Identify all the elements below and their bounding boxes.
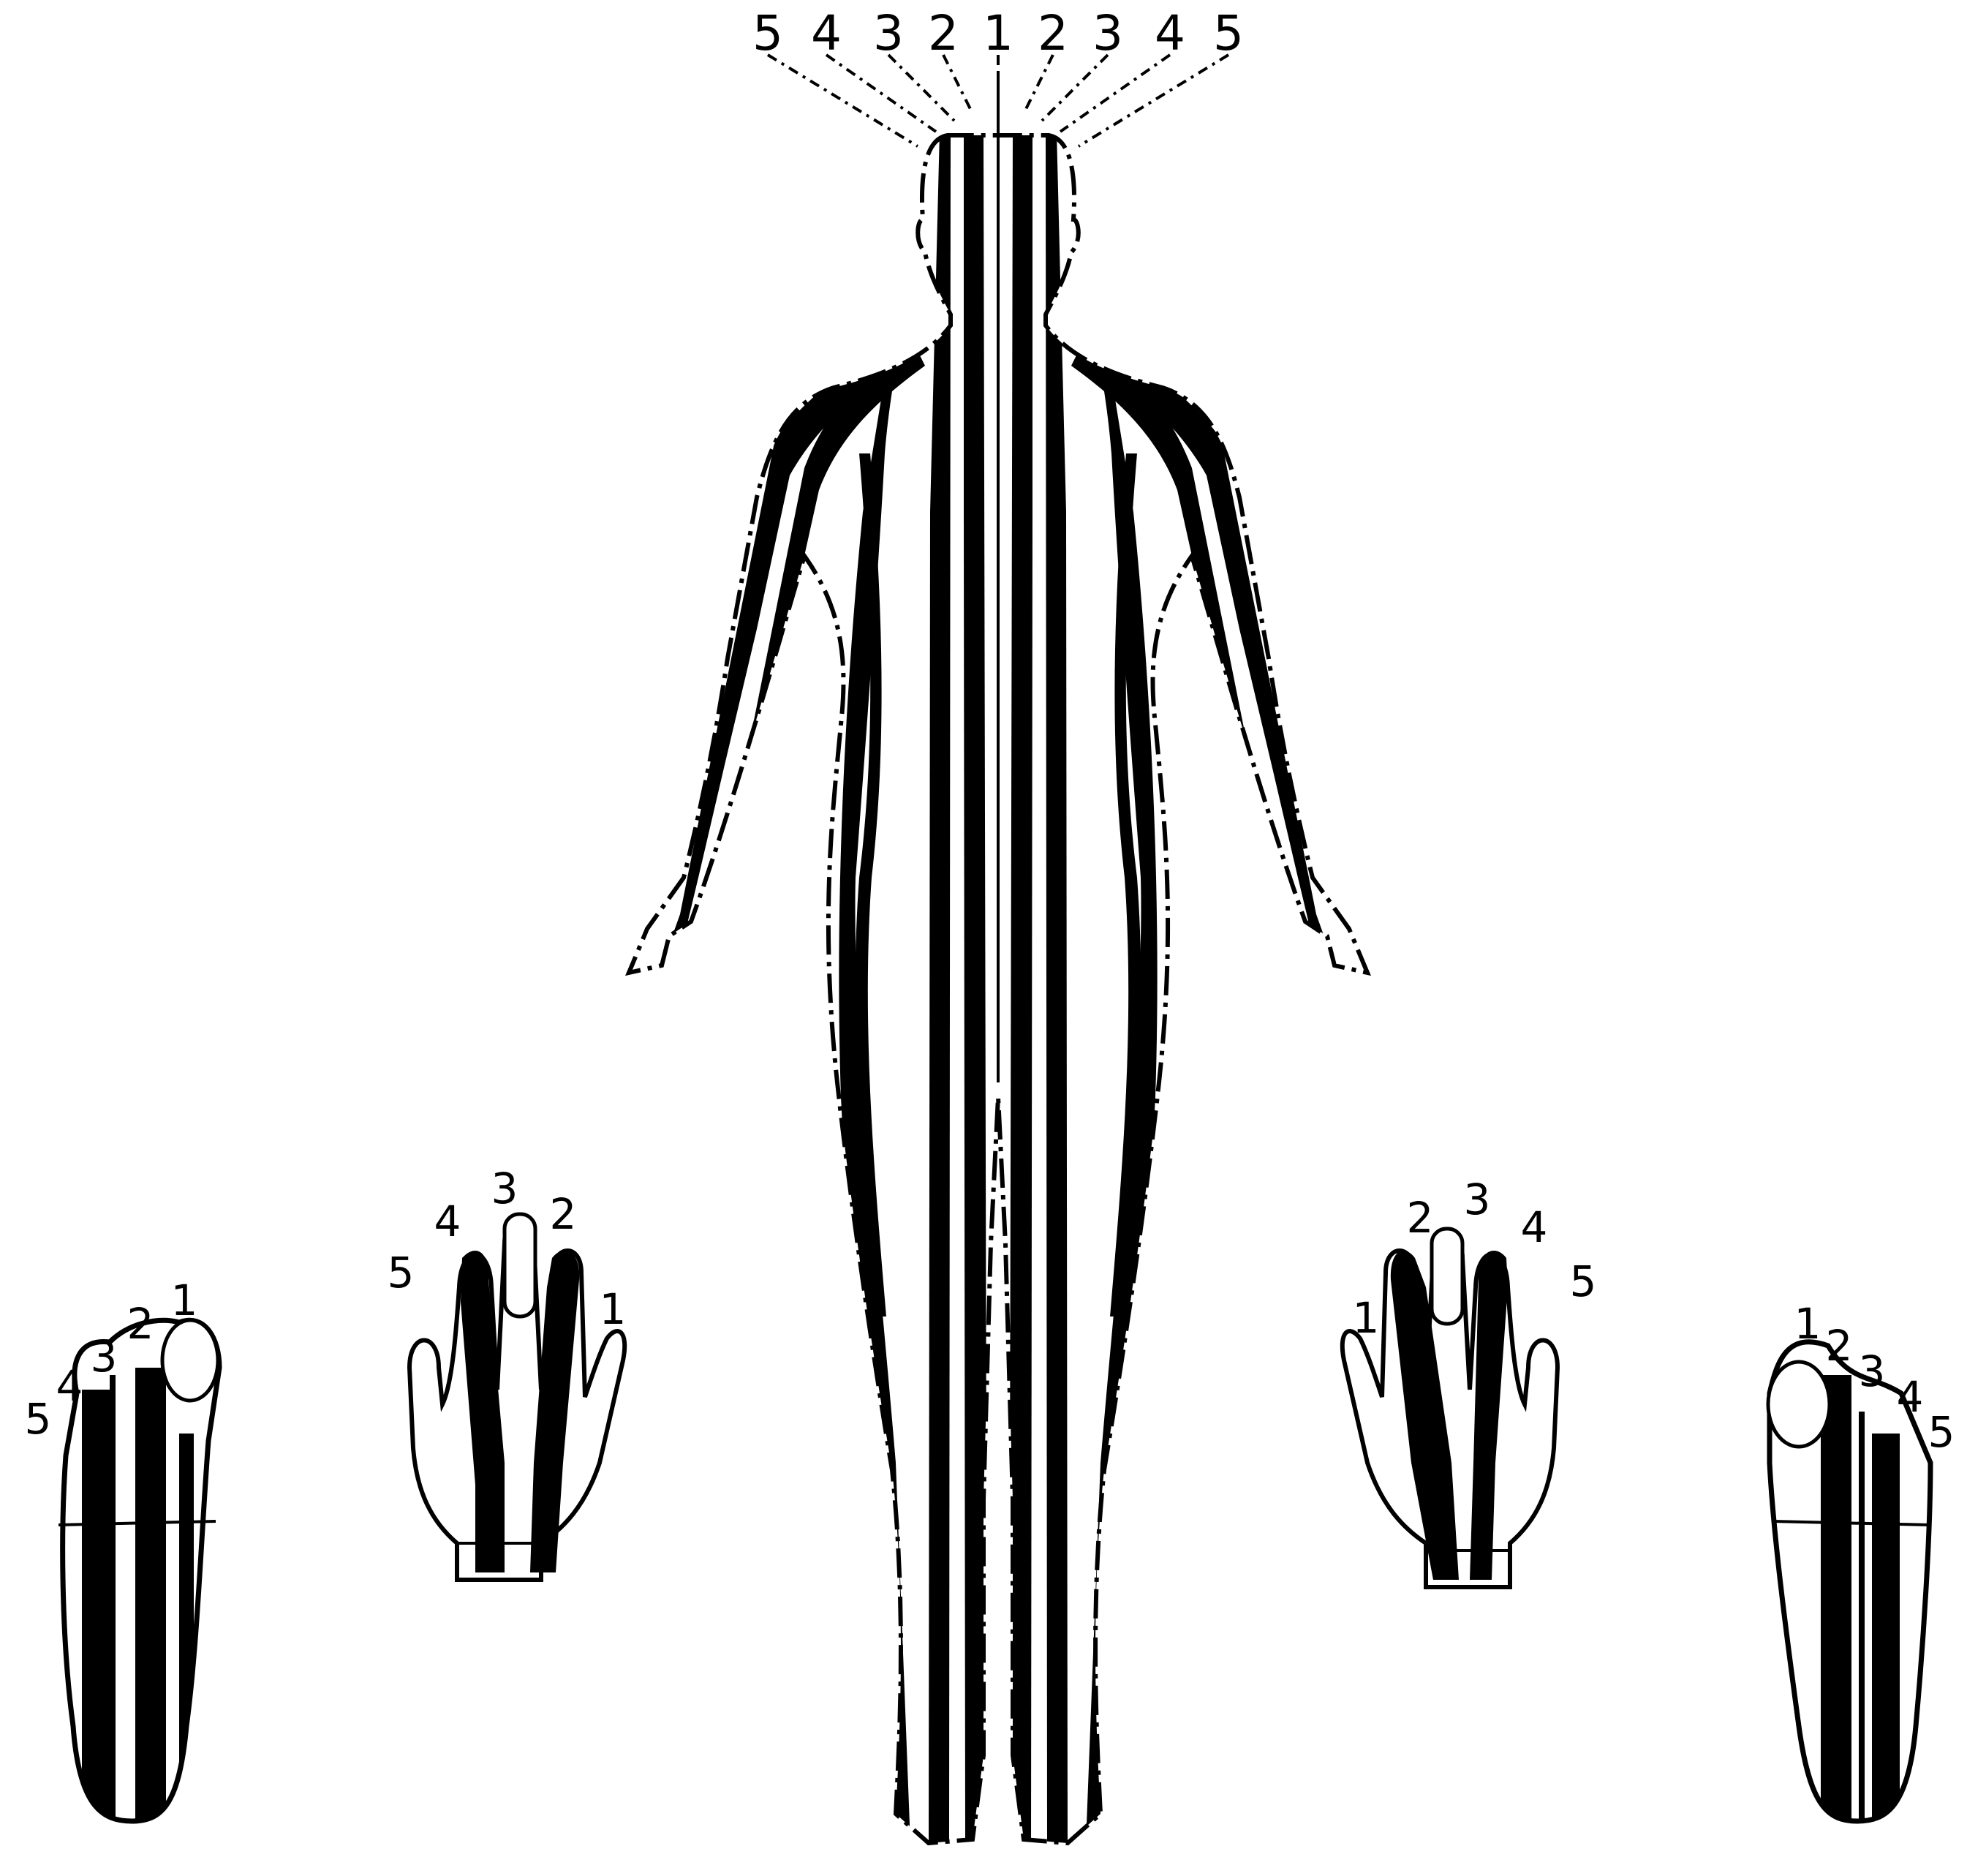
head-zone-label: 2 [1038, 5, 1068, 61]
left-hand-label: 4 [434, 1197, 461, 1246]
left-hand-label: 5 [388, 1248, 415, 1297]
right-foot-label: 3 [1859, 1346, 1886, 1396]
left-foot-label: 2 [127, 1299, 154, 1349]
right-hand-label: 4 [1521, 1202, 1548, 1252]
head-zone-label: 1 [983, 5, 1013, 61]
right-hand-label: 5 [1570, 1257, 1597, 1306]
body-figure [622, 73, 1375, 1858]
right-hand-label: 3 [1464, 1175, 1491, 1224]
head-zone-label: 3 [1092, 5, 1123, 61]
left-hand-label: 1 [600, 1284, 627, 1334]
left-foot-label: 5 [25, 1394, 52, 1444]
right-hand-label: 1 [1353, 1293, 1380, 1343]
head-zone-label: 4 [1155, 5, 1185, 61]
left-foot-label: 4 [56, 1361, 83, 1411]
right-foot-label: 5 [1928, 1407, 1955, 1457]
head-zone-label: 3 [873, 5, 904, 61]
left-foot-label: 3 [91, 1332, 118, 1382]
right-hand-label: 2 [1407, 1193, 1434, 1243]
head-zone-label: 5 [752, 5, 783, 61]
left-hand: 5 4 3 2 1 [388, 1164, 627, 1580]
left-foot-label: 1 [171, 1276, 198, 1325]
right-foot-label: 1 [1794, 1299, 1821, 1349]
right-foot: 1 2 3 4 5 [1762, 1299, 1955, 1836]
right-hand: 1 2 3 4 5 [1343, 1175, 1597, 1587]
right-foot-label: 2 [1826, 1321, 1853, 1371]
head-zone-label: 5 [1213, 5, 1244, 61]
head-zone-label: 2 [928, 5, 959, 61]
left-foot: 5 4 3 2 1 [25, 1276, 234, 1836]
right-foot-label: 4 [1897, 1372, 1924, 1422]
left-hand-label: 2 [550, 1189, 577, 1239]
head-zone-label: 4 [811, 5, 842, 61]
left-hand-label: 3 [491, 1164, 518, 1213]
